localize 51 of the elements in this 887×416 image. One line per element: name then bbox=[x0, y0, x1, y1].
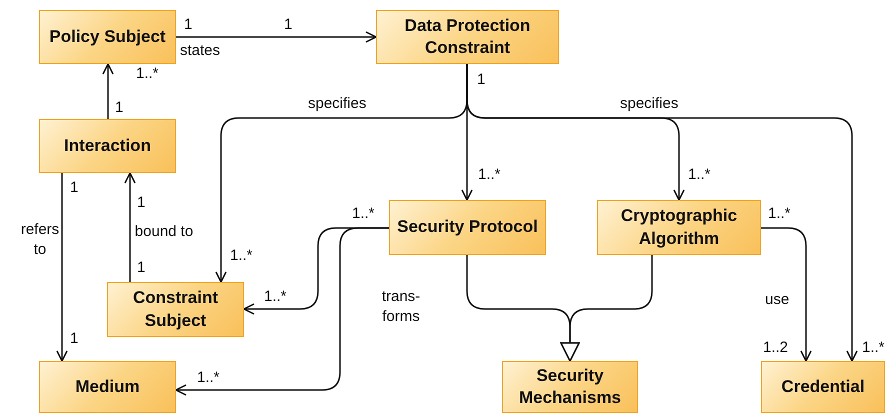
association-arrow bbox=[761, 227, 812, 362]
multiplicity-label: 1 bbox=[477, 70, 486, 90]
association-arrow bbox=[102, 63, 114, 119]
generalization-arrow bbox=[560, 255, 653, 362]
class-name: Credential bbox=[781, 376, 865, 398]
multiplicity-label: 1 bbox=[137, 258, 146, 278]
class-box bbox=[376, 10, 559, 64]
edge-label: states bbox=[180, 41, 222, 60]
multiplicity-label: 1 bbox=[70, 329, 78, 348]
association-arrow bbox=[56, 173, 68, 362]
multiplicity-label: 1 bbox=[137, 193, 146, 212]
multiplicity-label: 1..* bbox=[352, 204, 375, 224]
class-name: Constraint Subject bbox=[132, 287, 219, 332]
multiplicity-label: 1..* bbox=[688, 165, 711, 184]
class-box bbox=[107, 282, 244, 337]
class-name: Security Mechanisms bbox=[518, 364, 622, 409]
edge-label: specifies bbox=[308, 94, 368, 114]
class-box bbox=[389, 200, 546, 255]
multiplicity-label: 1..* bbox=[768, 204, 791, 224]
class-box bbox=[502, 361, 638, 413]
multiplicity-label: 1..* bbox=[197, 368, 220, 388]
edge-label: use bbox=[765, 290, 790, 310]
edge-label: trans- forms bbox=[380, 287, 422, 326]
class-box bbox=[597, 200, 761, 255]
multiplicity-label: 1..* bbox=[264, 287, 287, 306]
class-box bbox=[39, 361, 176, 413]
class-name: Medium bbox=[75, 376, 140, 398]
class-name: Interaction bbox=[64, 134, 151, 157]
association-arrow bbox=[124, 172, 136, 282]
association-arrow bbox=[176, 31, 377, 43]
edge-label: specifies bbox=[620, 94, 680, 114]
edge-label: refers to bbox=[20, 220, 60, 259]
class-name: Cryptographic Algorithm bbox=[620, 205, 738, 250]
multiplicity-label: 1 bbox=[70, 178, 78, 198]
association-arrow bbox=[175, 227, 389, 396]
multiplicity-label: 1..* bbox=[230, 246, 253, 266]
multiplicity-label: 1 bbox=[115, 98, 124, 118]
multiplicity-label: 1..* bbox=[862, 338, 885, 358]
association-arrow bbox=[466, 64, 858, 362]
edge-label: bound to bbox=[134, 222, 194, 242]
multiplicity-label: 1..* bbox=[136, 64, 159, 84]
class-name: Policy Subject bbox=[49, 26, 166, 48]
multiplicity-label: 1 bbox=[284, 15, 292, 34]
class-box bbox=[761, 361, 885, 413]
class-name: Data Protection Constraint bbox=[404, 14, 532, 59]
multiplicity-label: 1 bbox=[184, 15, 192, 34]
multiplicity-label: 1..2 bbox=[763, 338, 788, 358]
multiplicity-label: 1..* bbox=[478, 165, 501, 184]
class-box bbox=[39, 119, 176, 173]
class-box bbox=[39, 10, 176, 64]
class-name: Security Protocol bbox=[397, 216, 538, 238]
